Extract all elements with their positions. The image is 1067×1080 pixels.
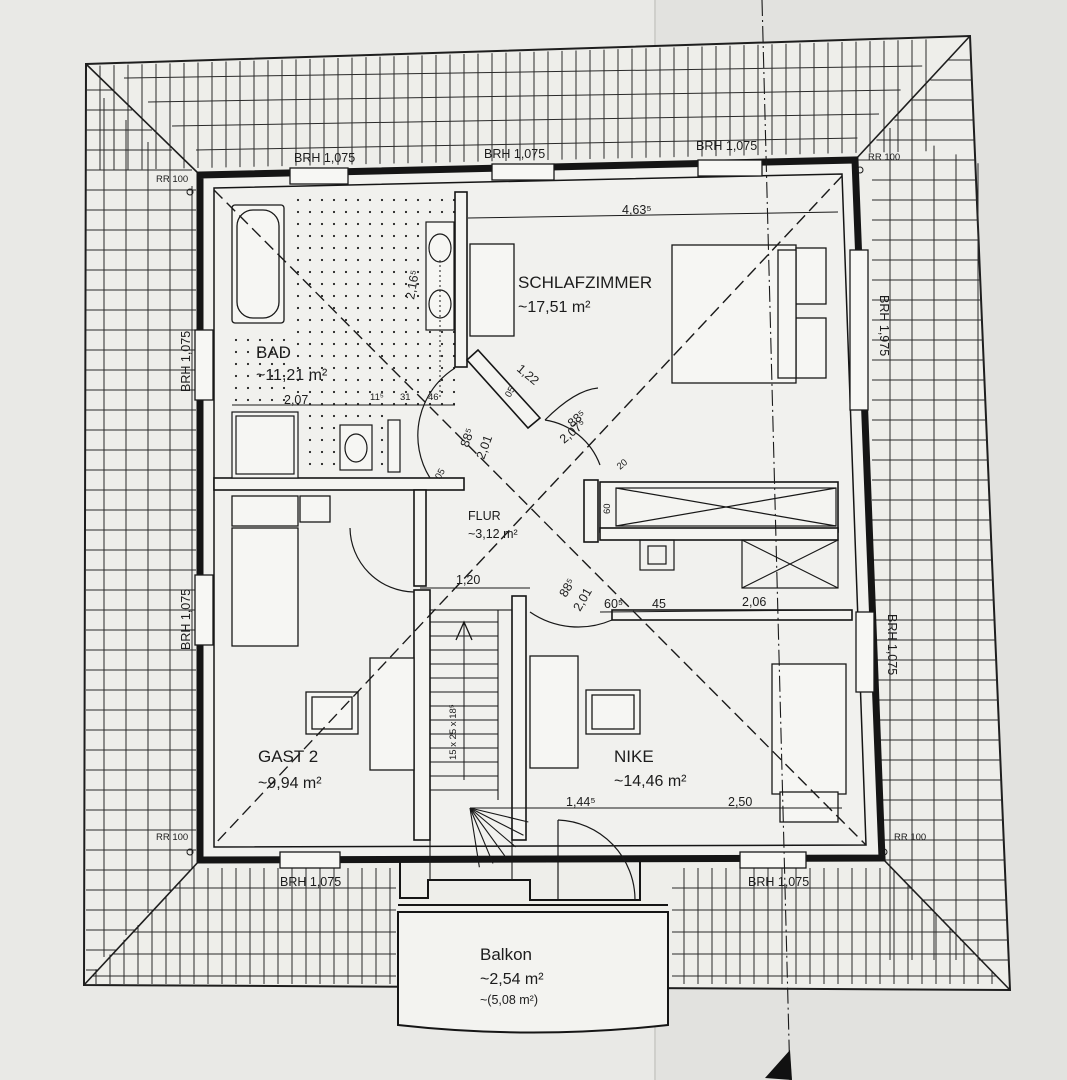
dim-60-b: 60⁵	[604, 597, 623, 611]
room-name-bad: BAD	[256, 343, 291, 362]
window-label-top-1: BRH 1,075	[294, 151, 355, 165]
dim-885-b: 88⁵	[458, 426, 478, 449]
dim-bad-width: 2,07	[284, 393, 308, 407]
dim-schlaf-width: 4,63⁵	[622, 203, 652, 217]
nike-furniture	[529, 655, 847, 823]
dim-206: 2,06	[742, 595, 766, 609]
bath-fixtures	[231, 411, 401, 479]
room-area-balkon-alt: ~(5,08 m²)	[480, 993, 538, 1007]
room-area-gast: ~9,94 m²	[258, 775, 322, 792]
dim-05-a: 05	[503, 385, 518, 400]
dim-250: 2,50	[728, 795, 752, 809]
windows-right	[849, 249, 875, 693]
dim-45: 45	[652, 597, 666, 611]
room-name-nike: NIKE	[614, 747, 654, 766]
window-label-top-3: BRH 1,075	[696, 139, 757, 153]
room-name-flur: FLUR	[468, 509, 501, 523]
window-label-left-2: BRH 1,075	[179, 589, 193, 650]
nike-door-swing	[529, 611, 613, 628]
window-label-right-2: BRH 1,075	[885, 614, 899, 675]
roof-marker-bottom-left: RR 100	[156, 832, 188, 843]
window-label-bottom-1: BRH 1,075	[280, 875, 341, 889]
windows-bottom	[279, 851, 807, 869]
dim-115: 11⁵	[370, 392, 384, 403]
dim-120: 1,20	[456, 573, 480, 587]
room-area-flur: ~3,12 m²	[468, 527, 518, 541]
bad-door-swing	[417, 367, 456, 479]
window-label-bottom-2: BRH 1,075	[748, 875, 809, 889]
windows-top	[289, 159, 763, 185]
room-name-schlafzimmer: SCHLAFZIMMER	[518, 273, 652, 292]
roof-tile-hatch-top	[99, 39, 927, 171]
dim-05-b: 05	[433, 467, 448, 482]
room-name-balkon: Balkon	[480, 945, 532, 964]
room-area-schlafzimmer: ~17,51 m²	[518, 299, 591, 316]
bathtub	[231, 204, 285, 324]
roof-hip-lines	[83, 35, 1011, 991]
balcony	[397, 904, 669, 1034]
dim-stair: 15 x 25 x 18⁵	[448, 704, 459, 760]
dim-31: 31	[400, 392, 411, 403]
balcony-door-swing	[557, 819, 636, 901]
dim-46: 46	[428, 392, 439, 403]
schlaf-door-swing	[544, 419, 601, 466]
room-area-bad: ~11,21 m²	[256, 367, 328, 384]
roof-tile-hatch-bottom	[92, 866, 997, 984]
room-area-balkon: ~2,54 m²	[480, 971, 544, 988]
dimension-lines	[232, 211, 843, 809]
windows-left	[194, 329, 214, 646]
schlafzimmer-furniture	[469, 243, 827, 384]
roof-marker-dots	[186, 166, 888, 856]
roof-marker-bottom-right: RR 100	[894, 832, 926, 843]
section-marker	[765, 1050, 792, 1080]
room-area-nike: ~14,46 m²	[614, 773, 687, 790]
gast-furniture	[231, 495, 415, 771]
roof-marker-top-right: RR 100	[868, 152, 900, 163]
window-label-left-1: BRH 1,075	[179, 331, 193, 392]
staircase	[429, 609, 530, 881]
gast-door-swing	[349, 527, 415, 593]
closet-shaft	[615, 487, 839, 589]
dim-1445: 1,44⁵	[566, 795, 596, 809]
roof-tile-hatch-right	[858, 59, 1009, 961]
room-name-gast: GAST 2	[258, 747, 318, 766]
window-label-right-1: BRH 1,975	[877, 295, 891, 356]
roof-tile-hatch-left	[86, 89, 196, 971]
window-label-top-2: BRH 1,075	[484, 147, 545, 161]
dim-60-a: 60	[602, 503, 613, 514]
roof-projection-dashed	[213, 175, 867, 846]
dim-bad-depth: 2,16⁵	[403, 269, 422, 300]
roof-marker-top-left: RR 100	[156, 174, 188, 185]
interior-walls	[213, 191, 853, 841]
center-axis-line	[761, 0, 791, 1080]
